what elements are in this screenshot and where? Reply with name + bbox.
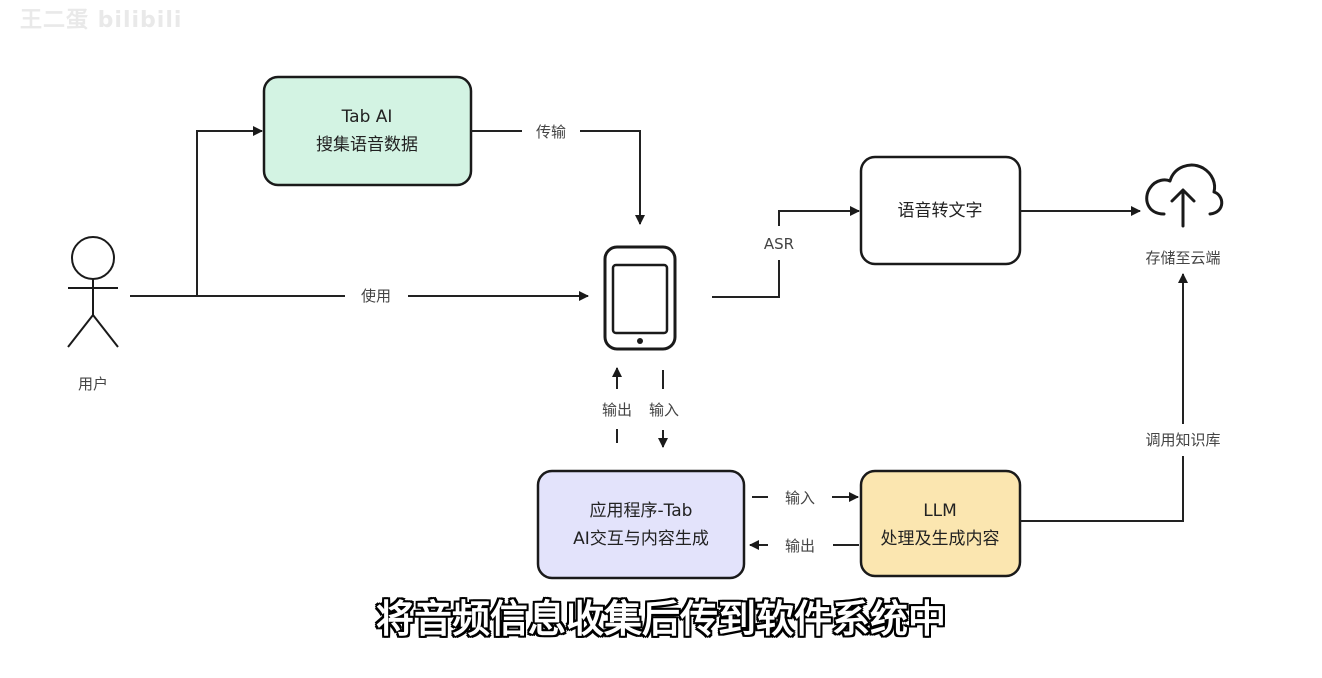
edge-label-output-up: 输出 xyxy=(602,401,632,419)
edge-label-call-kb: 调用知识库 xyxy=(1145,431,1220,449)
app-title: 应用程序-Tab xyxy=(590,501,693,521)
cloud-label: 存储至云端 xyxy=(1145,249,1220,267)
edge-phone-to-asr xyxy=(712,260,780,298)
edge-label-llm-to-app: 输出 xyxy=(785,537,815,555)
edge-label-asr: ASR xyxy=(764,235,794,253)
tab-ai-title: Tab AI xyxy=(341,107,393,127)
phone-icon xyxy=(603,245,677,351)
watermark: 王二蛋 bilibili xyxy=(20,8,183,33)
tab-ai-subtitle: 搜集语音数据 xyxy=(316,135,418,155)
llm-box xyxy=(859,469,1022,578)
edge-user-to-tab-ai xyxy=(196,126,263,296)
user-stick-figure-icon xyxy=(67,236,119,348)
speech-to-text-node: 语音转文字 xyxy=(859,155,1022,266)
app-node: 应用程序-Tab AI交互与内容生成 xyxy=(536,469,746,580)
edge-label-transfer: 传输 xyxy=(536,123,566,141)
edge-asr-to-speech-text xyxy=(778,206,860,226)
app-box xyxy=(536,469,746,580)
edge-label-input-down: 输入 xyxy=(649,401,679,419)
video-subtitle: 将音频信息收集后传到软件系统中 xyxy=(375,597,946,641)
tab-ai-node: Tab AI 搜集语音数据 xyxy=(262,75,473,187)
edge-llm-to-kb-lower xyxy=(1020,456,1184,522)
llm-title: LLM xyxy=(923,501,957,521)
edge-label-app-to-llm: 输入 xyxy=(785,489,815,507)
edge-label-use: 使用 xyxy=(361,287,391,305)
edge-tab-ai-to-phone-b xyxy=(580,130,645,225)
app-subtitle: AI交互与内容生成 xyxy=(573,529,709,549)
cloud-upload-icon xyxy=(1145,163,1224,228)
llm-node: LLM 处理及生成内容 xyxy=(859,469,1022,578)
speech-to-text-label: 语音转文字 xyxy=(898,201,983,221)
user-label: 用户 xyxy=(78,375,108,393)
tab-ai-box xyxy=(262,75,473,187)
llm-subtitle: 处理及生成内容 xyxy=(881,529,1000,549)
